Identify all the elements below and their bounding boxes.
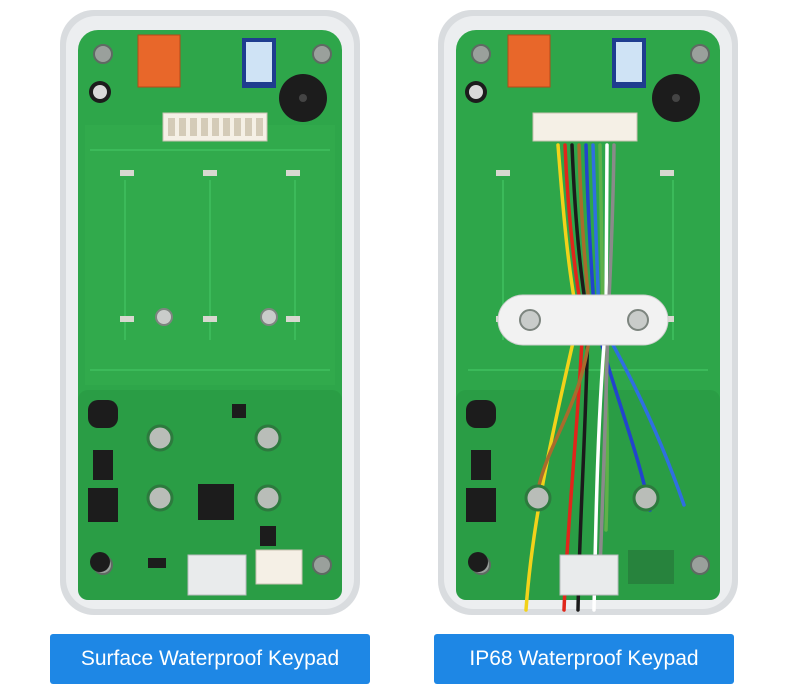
caption-ip68-keypad: IP68 Waterproof Keypad: [434, 634, 734, 684]
ip68-keypad-photo: [438, 10, 738, 615]
surface-keypad-board: [60, 10, 360, 615]
surface-keypad-photo: [60, 10, 360, 615]
wire-clamp: [497, 294, 669, 346]
cable-cutout: [187, 554, 247, 596]
connector: [255, 549, 303, 585]
ip68-keypad-board: [438, 10, 738, 615]
caption-surface-keypad: Surface Waterproof Keypad: [50, 634, 370, 684]
mount-screw: [312, 44, 332, 64]
relay: [137, 34, 181, 88]
mount-screw: [93, 44, 113, 64]
microcontroller: [198, 484, 234, 520]
mount-screw: [312, 555, 332, 575]
